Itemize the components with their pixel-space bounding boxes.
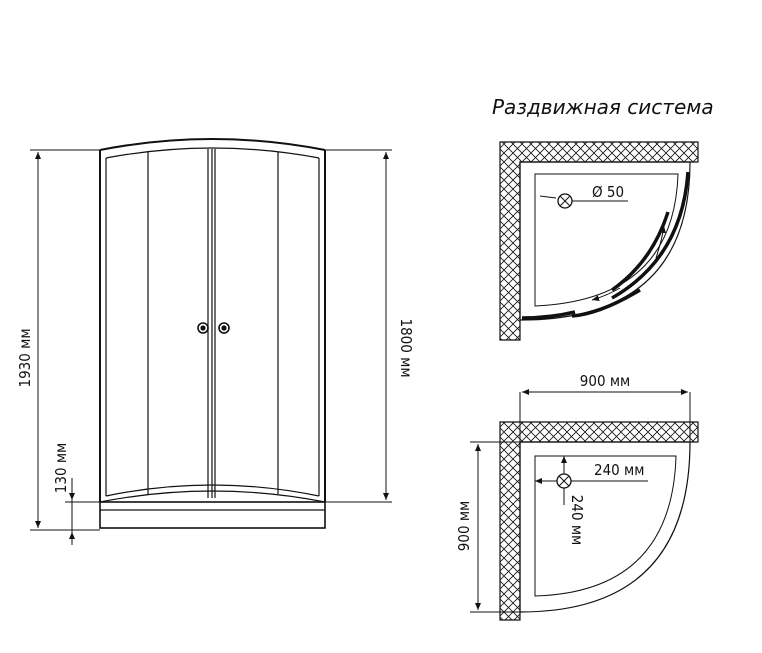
wall-hatch <box>499 421 699 621</box>
drain-diameter-label: Ø 50 <box>592 183 624 201</box>
door-rail <box>571 288 641 318</box>
drain-y-label: 240 мм <box>568 495 586 545</box>
slide-arrow <box>591 287 621 301</box>
width-label: 900 мм <box>580 372 630 390</box>
door-handle-left <box>197 322 209 334</box>
door-handle-right <box>218 322 230 334</box>
shower-tray <box>99 501 326 529</box>
bottom-frame <box>105 484 320 497</box>
slide-arrow <box>655 225 666 259</box>
door-rail <box>521 310 576 320</box>
height-total-label: 1930 мм <box>16 329 34 388</box>
tray-height-label: 130 мм <box>52 443 70 493</box>
sliding-system-view <box>499 141 699 341</box>
drain-x-label: 240 мм <box>594 461 644 479</box>
height-door-label: 1800 мм <box>397 319 415 378</box>
top-frame <box>99 138 326 151</box>
sliding-system-title: Раздвижная система <box>492 95 714 119</box>
front-dimensions <box>30 149 392 545</box>
front-view <box>99 138 326 529</box>
plan-view <box>499 421 699 621</box>
depth-label: 900 мм <box>455 501 473 551</box>
plan-dimensions <box>470 389 691 613</box>
door-rail <box>610 211 670 292</box>
door-rail <box>611 171 690 300</box>
